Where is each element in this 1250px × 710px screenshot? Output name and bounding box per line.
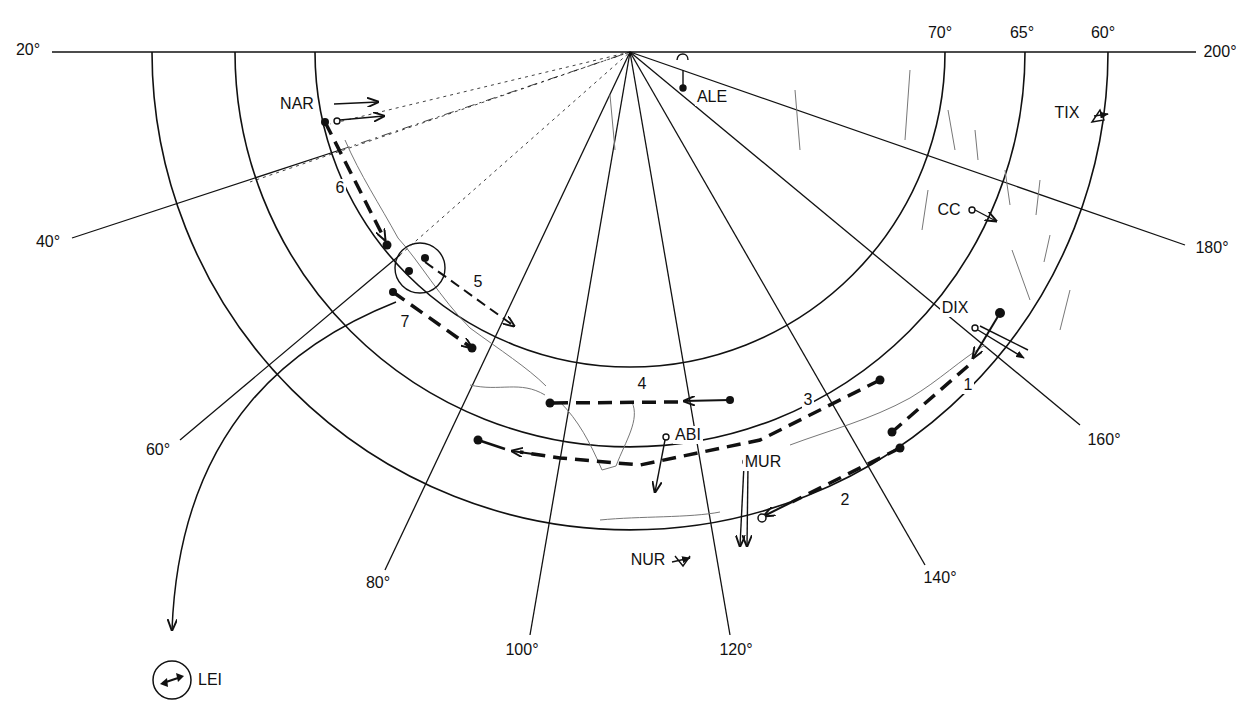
meridian-line	[180, 255, 400, 440]
station-vector	[677, 54, 688, 85]
track-dot	[421, 254, 429, 262]
track-dot	[758, 514, 766, 522]
station-vector	[747, 465, 748, 546]
coastline	[470, 385, 720, 520]
track-dot	[405, 267, 413, 275]
track-dot	[468, 344, 477, 353]
coordinate-label: 100°	[503, 641, 540, 659]
track-arrow	[764, 502, 792, 516]
station-vector	[1094, 114, 1108, 116]
station-name: LEI	[198, 671, 222, 689]
coastline	[345, 140, 546, 386]
coordinate-label: 160°	[1085, 431, 1122, 449]
station-dot	[334, 118, 340, 124]
track-dot	[389, 288, 397, 296]
track-number: 1	[962, 376, 975, 394]
station-name: TIX	[1053, 104, 1082, 122]
track-line	[552, 402, 678, 403]
station-vector	[975, 210, 996, 221]
latitude-circle	[315, 52, 945, 367]
hatching	[610, 70, 1070, 330]
track-number: 6	[334, 179, 347, 197]
meridians	[72, 52, 1185, 635]
track-dot	[995, 308, 1005, 318]
station-vector	[980, 326, 1028, 350]
station-name: DIX	[940, 299, 971, 317]
track-number: 3	[802, 391, 815, 409]
station-dot	[972, 325, 978, 331]
station-name: ABI	[673, 426, 703, 444]
track-line	[892, 366, 968, 432]
coordinate-label: 80°	[364, 574, 392, 592]
coordinate-label: 120°	[717, 641, 754, 659]
track-dot	[888, 428, 897, 437]
station-name: CC	[935, 201, 962, 219]
station-dot	[969, 207, 975, 213]
grid	[52, 52, 1196, 530]
meridian-line	[630, 52, 925, 565]
station-vector	[655, 440, 665, 492]
track-line	[520, 380, 880, 465]
station-dot	[663, 434, 669, 440]
leader-arrow	[172, 302, 396, 630]
arrow-head	[160, 678, 168, 687]
coordinate-label: 70°	[926, 24, 954, 42]
station-vector	[675, 556, 690, 566]
track-arrow	[512, 451, 540, 455]
coastline	[345, 70, 1070, 520]
meridian-line	[630, 52, 1185, 245]
track-dot	[876, 376, 885, 385]
coordinate-label: 180°	[1193, 239, 1230, 257]
station-vector	[740, 465, 744, 546]
track-dot	[726, 396, 734, 404]
station-name: MUR	[743, 453, 783, 471]
meridian-line	[250, 52, 630, 182]
track-dot	[474, 436, 483, 445]
meridian-line	[385, 52, 630, 570]
coastline	[790, 345, 985, 445]
track-line	[425, 262, 514, 326]
station-vector	[340, 116, 384, 120]
track-dot	[383, 241, 392, 250]
track-number: 2	[839, 491, 852, 509]
coordinate-label: 40°	[34, 233, 62, 251]
coordinate-label: 65°	[1008, 24, 1036, 42]
meridian-line	[72, 150, 340, 238]
station-name: ALE	[695, 88, 729, 106]
station-name: NUR	[629, 551, 668, 569]
stations	[334, 54, 1108, 566]
track-number: 7	[399, 313, 412, 331]
track-dot	[321, 118, 329, 126]
meridian-line	[630, 52, 1080, 425]
station-circle: LEI	[150, 658, 226, 702]
station-dot	[680, 85, 686, 91]
station-vector	[334, 102, 378, 104]
latitude-circle	[152, 52, 1108, 530]
track-number: 4	[636, 375, 649, 393]
station-name: NAR	[278, 95, 316, 113]
track-dots	[321, 118, 1005, 522]
coordinate-label: 200°	[1201, 43, 1238, 61]
meridian-line	[400, 52, 630, 255]
arrow-head	[176, 673, 184, 682]
coordinate-label: 60°	[1089, 24, 1117, 42]
station-circle-outline	[153, 661, 191, 699]
tracks	[325, 122, 1000, 516]
coordinate-label: 60°	[144, 441, 172, 459]
track-circle	[395, 243, 445, 293]
track-arrow	[684, 400, 730, 401]
meridian-line	[340, 52, 630, 150]
track-line	[393, 292, 472, 348]
track-number: 5	[472, 273, 485, 291]
track-dot	[896, 444, 905, 453]
latitude-circle	[235, 52, 1025, 447]
track-dot	[546, 399, 555, 408]
coordinate-label: 140°	[921, 569, 958, 587]
meridian-line	[330, 52, 630, 124]
meridian-line	[530, 52, 630, 635]
track-line	[325, 122, 385, 240]
coordinate-label: 20°	[14, 41, 42, 59]
